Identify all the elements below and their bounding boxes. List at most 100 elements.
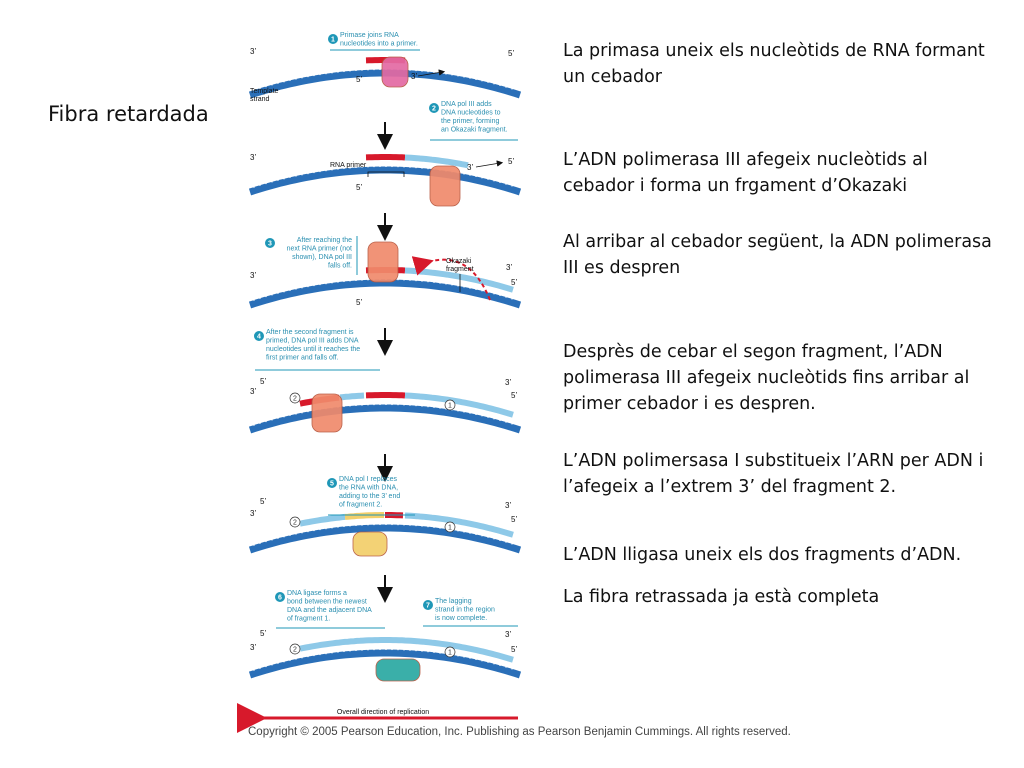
step-6-text: DNA and the adjacent DNA [287, 607, 372, 614]
new-strand-segment [339, 392, 365, 401]
step-6-text: DNA ligase forms a [287, 590, 347, 597]
step-7-text: strand in the region [435, 607, 495, 614]
step-badge-6 [275, 592, 285, 602]
synthesis-arrow [417, 69, 446, 77]
step-badge-number: 6 [278, 595, 282, 602]
new-strand-segment [404, 512, 514, 538]
step-5-text: of fragment 2. [339, 502, 382, 509]
fragment-marker-number: 2 [293, 520, 297, 527]
step-6-text: bond between the newest [287, 599, 367, 606]
desc-step-4: Desprès de cebar el segon fragment, l’AD… [563, 342, 970, 414]
new-strand-segment [365, 154, 406, 161]
step-badge-4 [254, 331, 264, 341]
step-6-text: of fragment 1. [287, 616, 330, 623]
step-5-text: adding to the 3’ end [339, 493, 400, 500]
step-badge-number: 3 [268, 241, 272, 248]
end-label-5prime: 5’ [260, 377, 266, 386]
end-label-5prime: 5’ [511, 515, 517, 524]
step-4-text: primed, DNA pol III adds DNA [266, 338, 359, 345]
new-strand-segment [299, 513, 346, 527]
okazaki-fragment-label: fragment [446, 266, 474, 273]
end-label-5prime: 5’ [508, 49, 514, 58]
end-label-3prime: 3’ [505, 378, 511, 387]
desc-step-3: Al arribar al cebador següent, la ADN po… [563, 232, 992, 278]
fragment-marker [289, 392, 301, 404]
step-4-text: first primer and falls off. [266, 355, 339, 362]
desc-step-6: L’ADN lligasa uneix els dos fragments d’… [563, 545, 962, 565]
copyright-notice: Copyright © 2005 Pearson Education, Inc.… [248, 726, 791, 738]
dna-pol-iii [367, 241, 399, 283]
end-label-5prime: 5’ [511, 391, 517, 400]
end-label-3prime: 3’ [506, 263, 512, 272]
template-strand-label: strand [250, 96, 270, 103]
end-label-5prime: 5’ [260, 629, 266, 638]
template-strand [248, 524, 522, 554]
step-badge-number: 2 [432, 106, 436, 113]
overall-direction-label: Overall direction of replication [337, 709, 429, 716]
end-label-5prime: 5’ [511, 645, 517, 654]
end-label-3prime: 3’ [250, 153, 256, 162]
primer-bracket [367, 171, 405, 177]
step-badge-number: 4 [257, 334, 261, 341]
end-label-3prime: 3’ [250, 509, 256, 518]
page-title: Fibra retardada [48, 102, 209, 126]
end-label-5prime: 5’ [356, 75, 362, 84]
step-2-text: DNA nucleotides to [441, 110, 501, 117]
end-label-3prime: 3’ [505, 501, 511, 510]
fragment-marker [444, 646, 456, 658]
fragment-marker [444, 399, 456, 411]
step-3-text: shown), DNA pol III [292, 254, 352, 261]
synthesis-arrow [475, 160, 504, 168]
desc-step-7: La fibra retrassada ja està completa [563, 587, 880, 607]
rna-primer-label: RNA primer [330, 162, 367, 169]
end-label-5prime: 5’ [260, 497, 266, 506]
end-label-3prime: 3’ [250, 271, 256, 280]
step-3-text: After reaching the [297, 237, 352, 244]
template-strand-label: Template [250, 88, 279, 95]
new-strand-segment [299, 637, 514, 663]
end-label-3prime: 3’ [250, 643, 256, 652]
template-strand [248, 404, 522, 434]
desc-step-2: L’ADN polimerasa III afegeix nucleòtids … [563, 150, 928, 196]
end-label-3prime: 3’ [250, 47, 256, 56]
step-badge-5 [327, 478, 337, 488]
new-strand-segment [365, 392, 406, 399]
step-badge-number: 1 [331, 37, 335, 44]
step-badge-number: 5 [330, 481, 334, 488]
step-badge-2 [429, 103, 439, 113]
step-5-text: DNA pol I replaces [339, 476, 397, 483]
fragment-marker [289, 516, 301, 528]
step-7-text: The lagging [435, 598, 472, 605]
end-label-3prime: 3’ [467, 163, 473, 172]
step-3-text: falls off. [328, 263, 352, 270]
primase [381, 56, 409, 88]
template-strand [248, 279, 522, 309]
desc-step-5: L’ADN polimersasa I substitueix l’ARN pe… [563, 451, 984, 497]
end-label-5prime: 5’ [508, 157, 514, 166]
fragment-marker-number: 2 [293, 647, 297, 654]
step-badge-7 [423, 600, 433, 610]
step-5-text: the RNA with DNA, [339, 485, 398, 492]
step-2-text: an Okazaki fragment. [441, 127, 508, 134]
step-2-text: DNA pol III adds [441, 101, 492, 108]
end-label-3prime: 3’ [505, 630, 511, 639]
fragment-marker-number: 2 [293, 396, 297, 403]
fragment-marker-number: 1 [448, 403, 452, 410]
okazaki-return-arrow [411, 256, 491, 301]
step-1-text: nucleotides into a primer. [340, 41, 418, 48]
end-label-3prime: 3’ [250, 387, 256, 396]
dna-pol-i [352, 531, 388, 557]
step-badge-3 [265, 238, 275, 248]
step-4-text: After the second fragment is [266, 329, 354, 336]
template-strand [248, 649, 522, 679]
dna-pol-iii [429, 165, 461, 207]
step-7-text: is now complete. [435, 615, 487, 622]
desc-step-1: La primasa uneix els nucleòtids de RNA f… [563, 41, 985, 87]
fragment-marker-number: 1 [448, 650, 452, 657]
dna-ligase [375, 658, 421, 682]
step-badge-1 [328, 34, 338, 44]
fragment-marker-number: 1 [448, 525, 452, 532]
step-2-text: the primer, forming [441, 118, 499, 125]
step-badge-number: 7 [426, 603, 430, 610]
